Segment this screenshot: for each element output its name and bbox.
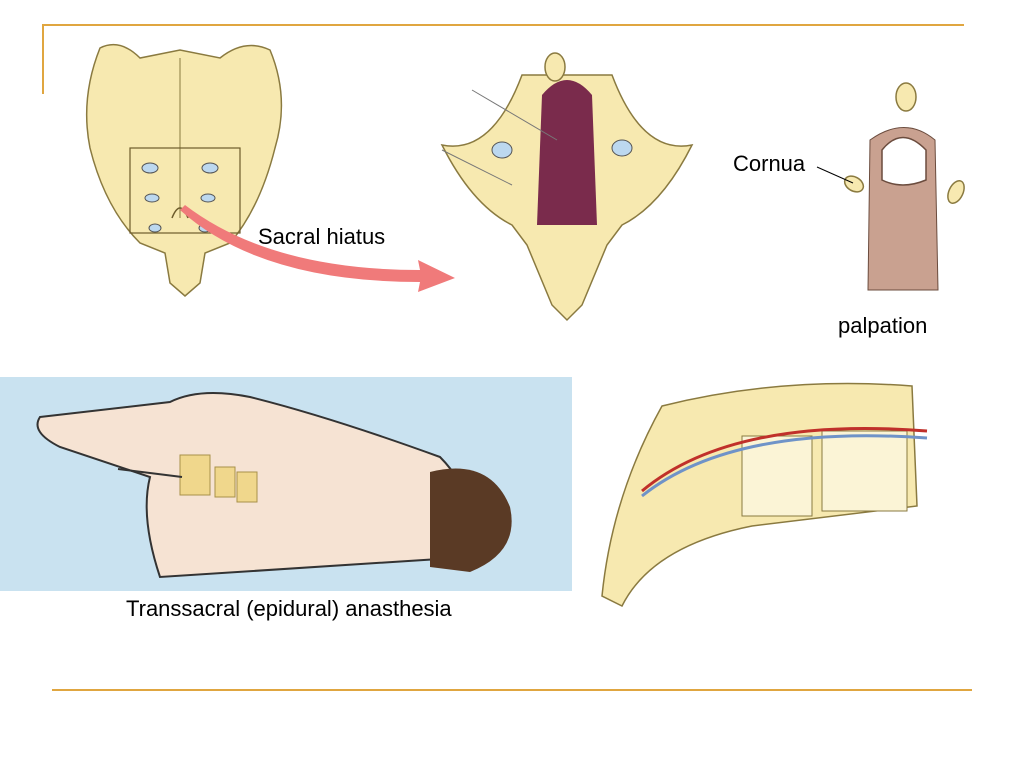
bottom-rule [52,689,972,691]
cornua-leader-line [816,166,854,184]
top-rule [42,24,964,26]
cornua-label: Cornua [733,151,806,176]
curved-arrow [180,205,455,292]
patient-positioning-illustration [0,377,572,591]
palpation-label: palpation [838,313,928,338]
sacrum-posterior-illustration [85,43,283,297]
sagittal-section-illustration [601,382,928,608]
finger-palpation-illustration [843,82,965,291]
sacral-hiatus-label: Sacral hiatus [258,224,386,249]
sacral-hiatus-closeup [440,52,694,322]
left-rule [42,24,44,94]
caption-label: Transsacral (epidural) anasthesia [126,596,452,621]
